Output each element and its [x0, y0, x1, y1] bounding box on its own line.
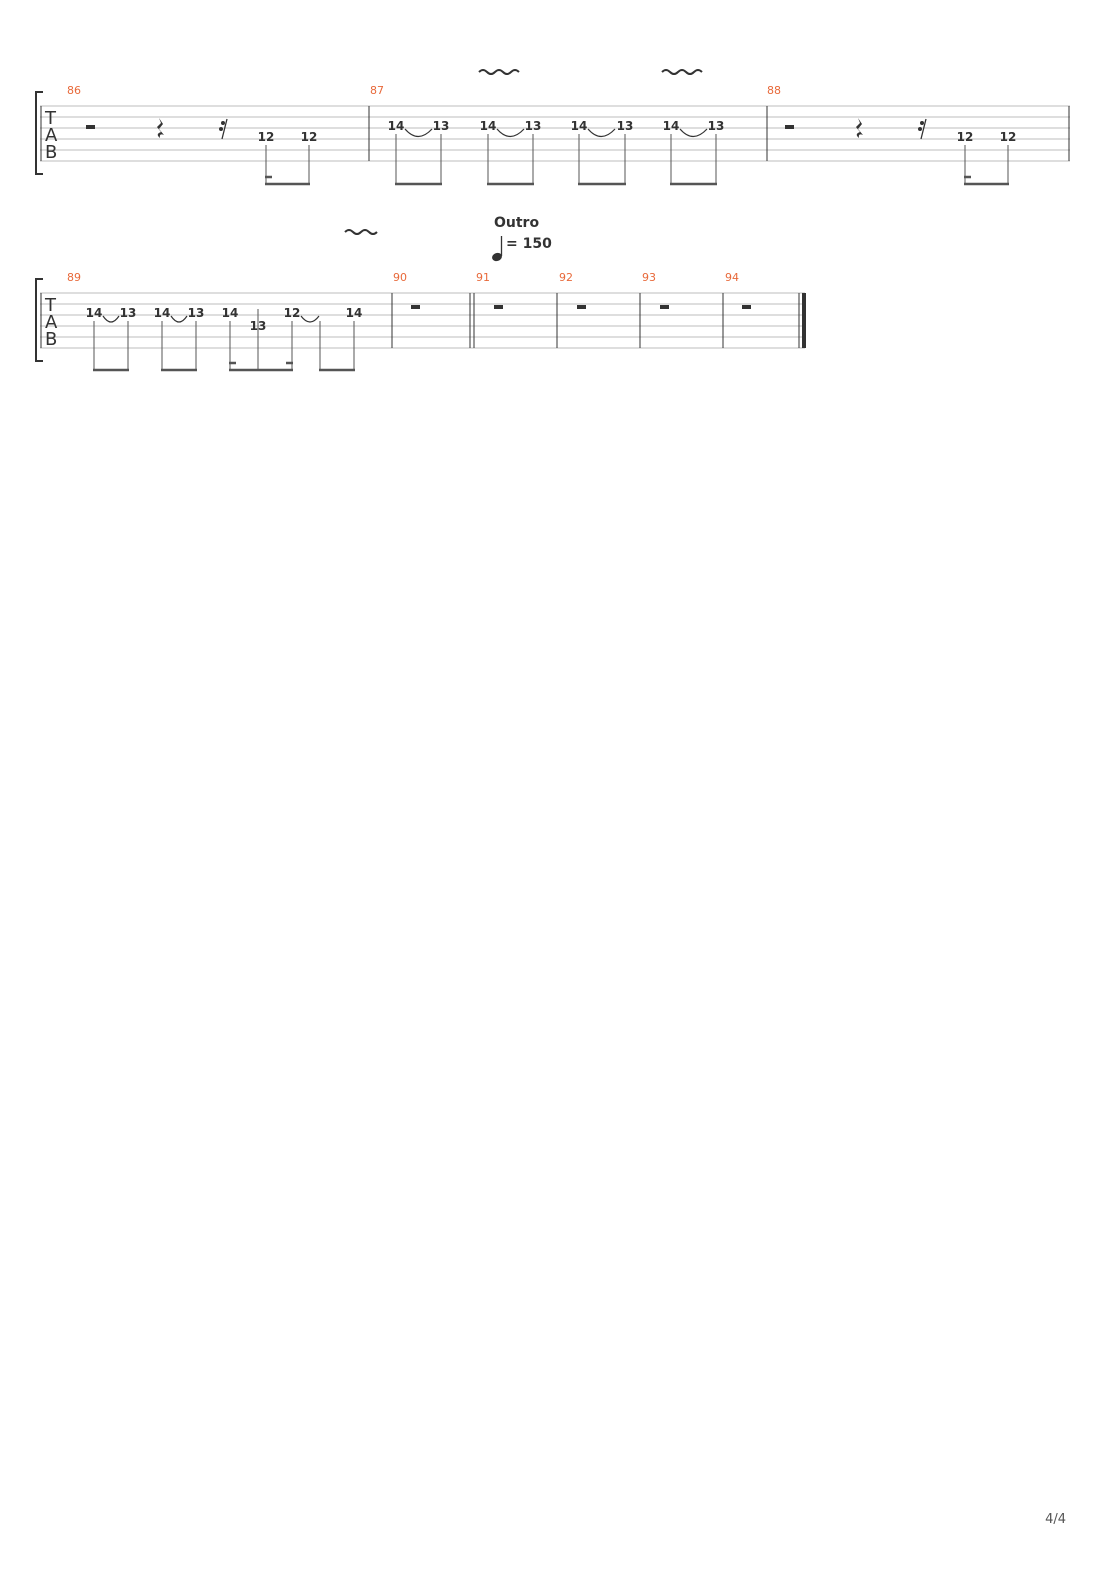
measure-number: 88 — [767, 84, 781, 97]
measure-87: 14 13 14 13 14 13 14 13 — [388, 69, 725, 186]
fret-number: 14 — [663, 119, 680, 133]
quarter-rest — [856, 118, 863, 138]
fret-number: 12 — [284, 306, 301, 320]
measure-89: 14 13 14 13 14 13 12 14 — [86, 306, 363, 372]
section-title: Outro — [494, 215, 539, 231]
fret-number: 14 — [86, 306, 103, 320]
system-2: T A B Outro = 150 89 90 91 92 93 94 14 1… — [35, 215, 806, 372]
sixteenth-rest — [219, 118, 228, 140]
system-bracket — [35, 91, 43, 175]
vibrato-mark — [661, 69, 703, 75]
fret-number: 13 — [188, 306, 205, 320]
quarter-note-icon — [492, 252, 502, 262]
vibrato-mark — [344, 229, 378, 235]
tab-clef-b: B — [45, 329, 57, 350]
tab-clef-b: B — [45, 142, 57, 163]
fret-number: 14 — [388, 119, 405, 133]
fret-number: 14 — [346, 306, 363, 320]
fret-number: 12 — [301, 130, 318, 144]
tab-clef-t: T — [44, 108, 57, 129]
fret-number: 14 — [222, 306, 239, 320]
tempo-value: = 150 — [506, 236, 552, 252]
measure-number: 89 — [67, 271, 81, 284]
measure-number: 94 — [725, 271, 739, 284]
fret-number: 14 — [480, 119, 497, 133]
staff-lines — [40, 292, 805, 349]
note-stems — [395, 134, 717, 186]
vibrato-mark — [478, 69, 520, 75]
fret-number: 14 — [154, 306, 171, 320]
slurs — [404, 128, 708, 138]
measure-88: 12 12 — [785, 118, 1017, 186]
final-barline-thick — [802, 293, 806, 348]
measure-number: 93 — [642, 271, 656, 284]
fret-number: 13 — [617, 119, 634, 133]
half-rest — [742, 305, 751, 309]
half-rest — [86, 125, 95, 129]
tab-clef-a: A — [45, 312, 58, 333]
half-rest — [785, 125, 794, 129]
measure-number: 90 — [393, 271, 407, 284]
half-rest — [660, 305, 669, 309]
half-rest — [411, 305, 420, 309]
staff-lines — [40, 105, 1070, 162]
system-1: T A B 86 87 88 12 12 — [35, 69, 1070, 186]
tab-clef-t: T — [44, 295, 57, 316]
half-rest — [577, 305, 586, 309]
fret-number: 12 — [1000, 130, 1017, 144]
measure-86: 12 12 — [86, 118, 318, 186]
sixteenth-rest — [918, 118, 927, 140]
fret-number: 13 — [708, 119, 725, 133]
tab-clef-a: A — [45, 125, 58, 146]
measure-number: 86 — [67, 84, 81, 97]
page-number: 4/4 — [1045, 1512, 1066, 1527]
tempo-marking: = 150 — [492, 236, 552, 262]
fret-number: 13 — [525, 119, 542, 133]
fret-number: 14 — [571, 119, 588, 133]
measure-number: 92 — [559, 271, 573, 284]
note-stems — [93, 309, 355, 372]
measure-number: 91 — [476, 271, 490, 284]
fret-number: 13 — [433, 119, 450, 133]
quarter-rest — [157, 118, 164, 138]
measure-number: 87 — [370, 84, 384, 97]
note-stems — [265, 145, 310, 186]
fret-number: 12 — [258, 130, 275, 144]
fret-number: 12 — [957, 130, 974, 144]
slurs — [102, 315, 320, 323]
note-stems — [964, 145, 1009, 186]
half-rest — [494, 305, 503, 309]
system-bracket — [35, 278, 43, 362]
fret-number: 13 — [120, 306, 137, 320]
